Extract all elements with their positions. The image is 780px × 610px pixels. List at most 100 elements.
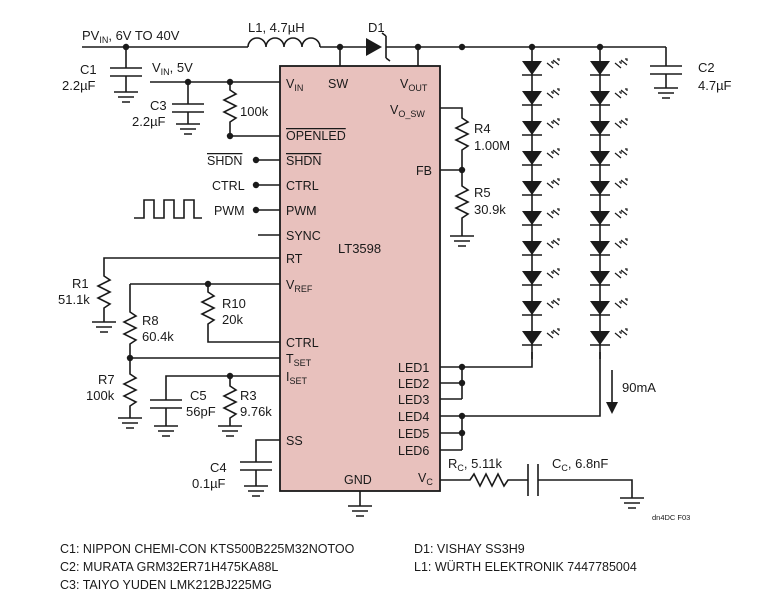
pin-shdn: SHDN xyxy=(286,154,321,168)
led-strings xyxy=(522,47,628,359)
top-rail xyxy=(82,32,666,66)
pvin-label: PVIN, 6V TO 40V xyxy=(82,28,180,45)
led-icon xyxy=(590,58,628,76)
pin-ctrl2: CTRL xyxy=(286,336,319,350)
capacitor-c1 xyxy=(110,47,142,103)
resistor-100k xyxy=(222,82,280,137)
pin-sync: SYNC xyxy=(286,229,321,243)
pin-pwm: PWM xyxy=(286,204,317,218)
compensation-network xyxy=(440,464,644,509)
pin-fb: FB xyxy=(416,164,432,178)
d1-label: D1 xyxy=(368,20,385,35)
led-icon xyxy=(522,58,560,76)
reference-code: dn4DC F03 xyxy=(652,513,690,522)
pin-tset: TSET xyxy=(286,352,312,368)
c3-value: 2.2µF xyxy=(132,114,166,129)
feedback-network xyxy=(440,107,474,247)
r10-value: 20k xyxy=(222,312,243,327)
led-icon xyxy=(522,178,560,196)
r10-label: R10 xyxy=(222,296,246,311)
l1-label: L1, 4.7µH xyxy=(248,20,305,35)
inductor-l1 xyxy=(247,37,321,48)
pin-led2: LED2 xyxy=(398,377,429,391)
resistor-r3 xyxy=(222,376,238,426)
led-icon xyxy=(590,208,628,226)
vin-label: VIN, 5V xyxy=(152,60,193,77)
cc-label: CC, 6.8nF xyxy=(552,456,608,473)
led-icon xyxy=(590,178,628,196)
led-icon xyxy=(590,328,628,346)
led-icon xyxy=(590,268,628,286)
c1-label: C1 xyxy=(80,62,97,77)
r3-value: 9.76k xyxy=(240,404,272,419)
pin-led1: LED1 xyxy=(398,361,429,375)
iset-network xyxy=(150,372,280,437)
sw-pin: SW xyxy=(328,77,348,91)
r4-value: 1.00M xyxy=(474,138,510,153)
pin-led5: LED5 xyxy=(398,427,429,441)
led-icon xyxy=(590,298,628,316)
r4-label: R4 xyxy=(474,121,491,136)
vin-rail xyxy=(150,78,280,140)
capacitor-c2 xyxy=(650,47,682,99)
bom-line: C1: NIPPON CHEMI-CON KTS500B225M32NOTOO xyxy=(60,542,355,556)
c4-value: 0.1µF xyxy=(192,476,226,491)
led-pin-wiring xyxy=(440,352,601,451)
bom-line: C3: TAIYO YUDEN LMK212BJ225MG xyxy=(60,578,272,592)
bom-line: L1: WÜRTH ELEKTRONIK 7447785004 xyxy=(414,560,637,574)
r1-value: 51.1k xyxy=(58,292,90,307)
led-icon xyxy=(522,268,560,286)
pin-gnd: GND xyxy=(344,473,372,487)
r7-value: 100k xyxy=(86,388,115,403)
pin-led6: LED6 xyxy=(398,444,429,458)
pin-led4: LED4 xyxy=(398,410,429,424)
current-arrow-icon xyxy=(606,370,618,414)
resistor-r8 xyxy=(122,284,280,359)
led-icon xyxy=(522,88,560,106)
led-icon xyxy=(590,88,628,106)
rc-label: RC, 5.11k xyxy=(448,456,502,473)
pin-vc: VC xyxy=(418,471,433,487)
ext-shdn: SHDN xyxy=(207,154,242,168)
pin-vin: VIN xyxy=(286,77,303,93)
pin-vref: VREF xyxy=(286,278,313,294)
r5-value: 30.9k xyxy=(474,202,506,217)
ext-pwm: PWM xyxy=(214,204,245,218)
r7-label: R7 xyxy=(98,372,115,387)
pin-ss: SS xyxy=(286,434,303,448)
r5-label: R5 xyxy=(474,185,491,200)
bom-left: C1: NIPPON CHEMI-CON KTS500B225M32NOTOO … xyxy=(60,540,354,594)
r1-label: R1 xyxy=(72,276,89,291)
c1-value: 2.2µF xyxy=(62,78,96,93)
c3-label: C3 xyxy=(150,98,167,113)
vref-network xyxy=(118,280,280,429)
pin-ctrl: CTRL xyxy=(286,179,319,193)
pin-openled: OPENLED xyxy=(286,129,346,143)
led-icon xyxy=(522,238,560,256)
bom-right: D1: VISHAY SS3H9 L1: WÜRTH ELEKTRONIK 74… xyxy=(414,540,637,576)
r100k-label: 100k xyxy=(240,104,269,119)
pin-vosw: VO_SW xyxy=(390,103,425,119)
r8-value: 60.4k xyxy=(142,329,174,344)
r8-label: R8 xyxy=(142,313,159,328)
rt-network xyxy=(92,257,280,333)
gnd-network xyxy=(348,491,372,517)
led-icon xyxy=(522,328,560,346)
led-icon xyxy=(522,118,560,136)
vout-pin: VOUT xyxy=(400,77,428,93)
lt3598-chip xyxy=(279,65,441,492)
schematic: LT3598 PVIN, 6V TO 40V L1, 4.7µH D1 SW V… xyxy=(58,20,732,522)
led-icon xyxy=(590,238,628,256)
diode-d1 xyxy=(366,38,382,56)
r3-label: R3 xyxy=(240,388,257,403)
resistor-r7 xyxy=(122,358,138,418)
pwm-waveform-icon xyxy=(134,199,202,219)
c2-value: 4.7µF xyxy=(698,78,732,93)
c5-label: C5 xyxy=(190,388,207,403)
bom-line: D1: VISHAY SS3H9 xyxy=(414,542,525,556)
pin-iset: ISET xyxy=(286,370,307,386)
led-icon xyxy=(590,118,628,136)
ss-network xyxy=(240,439,280,497)
c5-value: 56pF xyxy=(186,404,216,419)
led-icon xyxy=(522,148,560,166)
